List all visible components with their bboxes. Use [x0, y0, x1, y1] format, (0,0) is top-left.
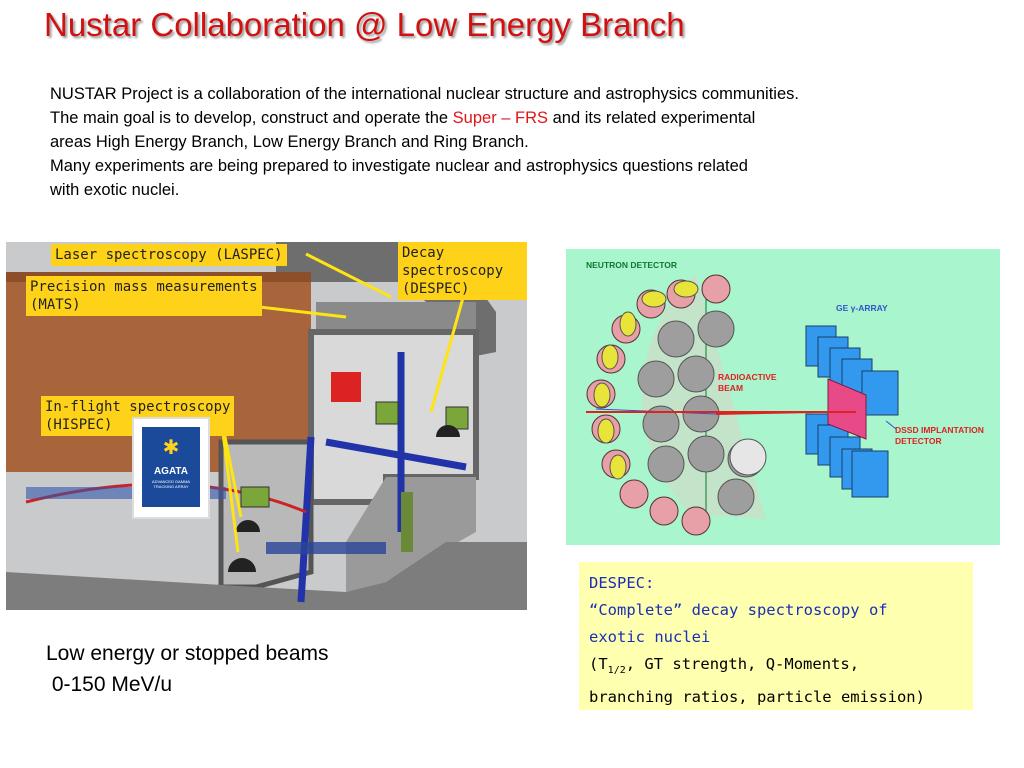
- despec-line-4-pre: (T: [589, 655, 608, 673]
- label-radioactive-beam-line-1: RADIOACTIVE: [718, 372, 777, 382]
- despec-line-4-post: , GT strength, Q-Moments,: [625, 655, 860, 673]
- beam-energy-line-1: Low energy or stopped beams: [46, 642, 329, 665]
- label-ge-array-gamma: γ: [850, 303, 856, 313]
- intro-line-2: The main goal is to develop, construct a…: [50, 106, 980, 130]
- despec-line-4: (T1/2, GT strength, Q-Moments,: [589, 651, 963, 684]
- detector-setup-diagram: NEUTRON DETECTOR GE γ-ARRAY RADIOACTIVE …: [566, 249, 1000, 545]
- intro-paragraph: NUSTAR Project is a collaboration of the…: [50, 82, 980, 202]
- callout-mats-line-2: (MATS): [30, 297, 81, 313]
- callout-laspec: Laser spectroscopy (LASPEC): [51, 244, 287, 266]
- agata-logo-name: AGATA: [153, 466, 189, 477]
- intro-line-2-post: and its related experimental: [548, 109, 756, 127]
- detector-setup-drawing: [586, 274, 899, 536]
- intro-line-5: with exotic nuclei.: [50, 181, 180, 199]
- despec-heading: DESPEC:: [589, 574, 655, 592]
- callout-mats-line-1: Precision mass measurements: [30, 279, 258, 295]
- intro-line-3: areas High Energy Branch, Low Energy Bra…: [50, 133, 529, 151]
- callout-despec-line-2: (DESPEC): [402, 281, 470, 297]
- callout-despec-line-1: Decay spectroscopy: [402, 245, 504, 279]
- label-ge-array: GE γ-ARRAY: [836, 303, 888, 313]
- callout-hispec-line-1: In-flight spectroscopy: [45, 399, 231, 415]
- label-dssd-detector-line-1: DSSD IMPLANTATION: [895, 425, 984, 435]
- super-frs-highlight: Super – FRS: [452, 109, 549, 127]
- label-ge-array-post: -ARRAY: [855, 303, 888, 313]
- intro-line-1: NUSTAR Project is a collaboration of the…: [50, 85, 799, 103]
- label-neutron-detector: NEUTRON DETECTOR: [586, 260, 677, 270]
- despec-line-2: “Complete” decay spectroscopy of: [589, 601, 888, 619]
- intro-line-4: Many experiments are being prepared to i…: [50, 157, 748, 175]
- label-radioactive-beam-line-2: BEAM: [718, 383, 744, 393]
- label-ge-array-pre: GE: [836, 303, 851, 313]
- callout-mats: Precision mass measurements (MATS): [26, 276, 262, 316]
- facility-layout-image: Laser spectroscopy (LASPEC) Decay spectr…: [6, 242, 527, 610]
- agata-logo: ✱ AGATA ADVANCED GAMMA TRACKING ARRAY: [132, 417, 210, 519]
- intro-line-2-pre: The main goal is to develop, construct a…: [50, 109, 453, 127]
- beam-energy-line-2: 0-150 MeV/u: [46, 673, 173, 696]
- despec-line-5: branching ratios, particle emission): [589, 688, 925, 707]
- agata-logo-subtitle: ADVANCED GAMMA TRACKING ARRAY: [151, 479, 191, 489]
- label-radioactive-beam: RADIOACTIVE BEAM: [718, 372, 777, 394]
- despec-half-life-subscript: 1/2: [607, 665, 626, 677]
- label-dssd-detector: DSSD IMPLANTATION DETECTOR: [895, 425, 984, 447]
- despec-line-3: exotic nuclei: [589, 628, 711, 646]
- slide-title: Nustar Collaboration @ Low Energy Branch: [44, 6, 685, 43]
- label-dssd-detector-line-2: DETECTOR: [895, 436, 942, 446]
- despec-summary-box: DESPEC: “Complete” decay spectroscopy of…: [579, 562, 973, 710]
- beam-energy-text: Low energy or stopped beams 0-150 MeV/u: [46, 638, 329, 700]
- callout-despec: Decay spectroscopy (DESPEC): [398, 242, 527, 300]
- callout-hispec-line-2: (HISPEC): [45, 417, 113, 433]
